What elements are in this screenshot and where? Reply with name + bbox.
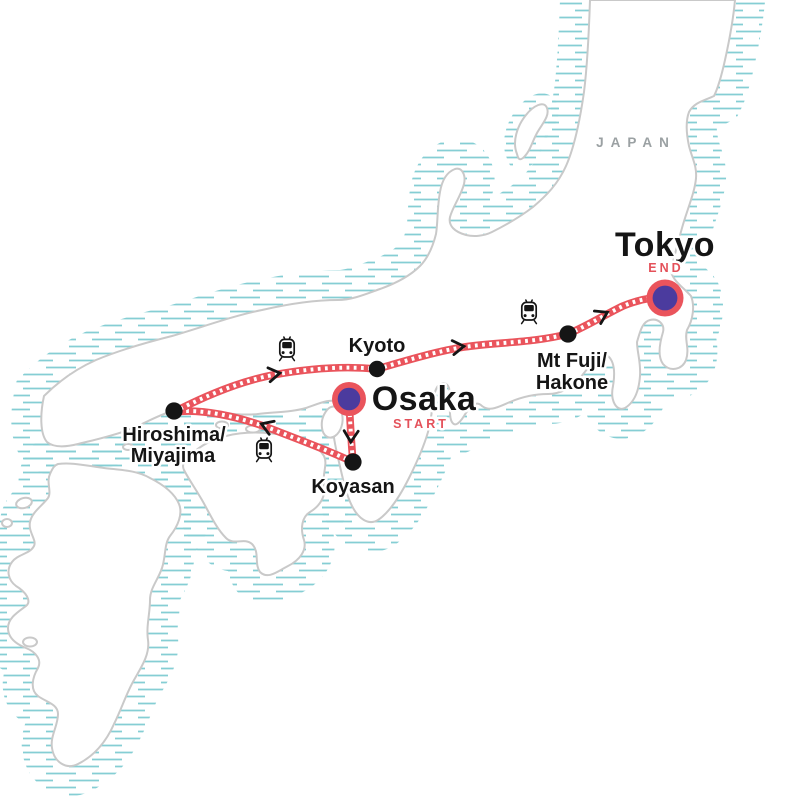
stop-dot-koyasan <box>344 453 362 471</box>
koyasan-label: Koyasan <box>311 476 394 498</box>
mtfuji-label-line2: Hakone <box>536 372 608 394</box>
country-label: JAPAN <box>596 135 676 150</box>
start-marker-osaka <box>332 382 366 416</box>
stops <box>165 279 684 471</box>
mtfuji-label-line1: Mt Fuji/ <box>537 350 607 372</box>
train-icons <box>255 299 538 463</box>
arrow-east-to-kyoto <box>266 366 283 384</box>
arrow-west-to-hiroshima <box>258 419 276 436</box>
stop-dot-hiroshima <box>165 402 183 420</box>
arrow-east-to-mtfuji <box>450 339 467 356</box>
hiroshima-label-line1: Hiroshima/ <box>122 424 226 446</box>
kyushu-landmass <box>7 462 182 767</box>
kyoto-label: Kyoto <box>349 335 406 357</box>
hiroshima-label-line2: Miyajima <box>131 445 216 467</box>
end-tag: END <box>648 261 683 275</box>
osaka-label: Osaka <box>372 380 477 418</box>
tokyo-label: Tokyo <box>615 226 715 264</box>
train-icon <box>520 299 538 325</box>
direction-arrows <box>258 309 610 445</box>
train-icon <box>255 437 273 463</box>
stop-dot-kyoto <box>368 360 386 378</box>
small-islands <box>1 420 261 648</box>
arrow-south-to-koyasan <box>342 429 360 445</box>
end-marker-tokyo <box>646 279 684 317</box>
arrow-northeast-to-tokyo <box>592 309 610 325</box>
sado-island <box>514 103 549 161</box>
train-icon <box>278 336 296 362</box>
landmasses <box>1 0 736 767</box>
stop-dot-mtfuji <box>559 325 577 343</box>
route-koyasan-hiroshima <box>170 407 357 466</box>
route-hiroshima-kyoto <box>170 363 381 416</box>
labels: JAPAN Tokyo END Osaka START Kyoto Mt Fuj… <box>120 135 717 501</box>
start-tag: START <box>393 417 449 431</box>
